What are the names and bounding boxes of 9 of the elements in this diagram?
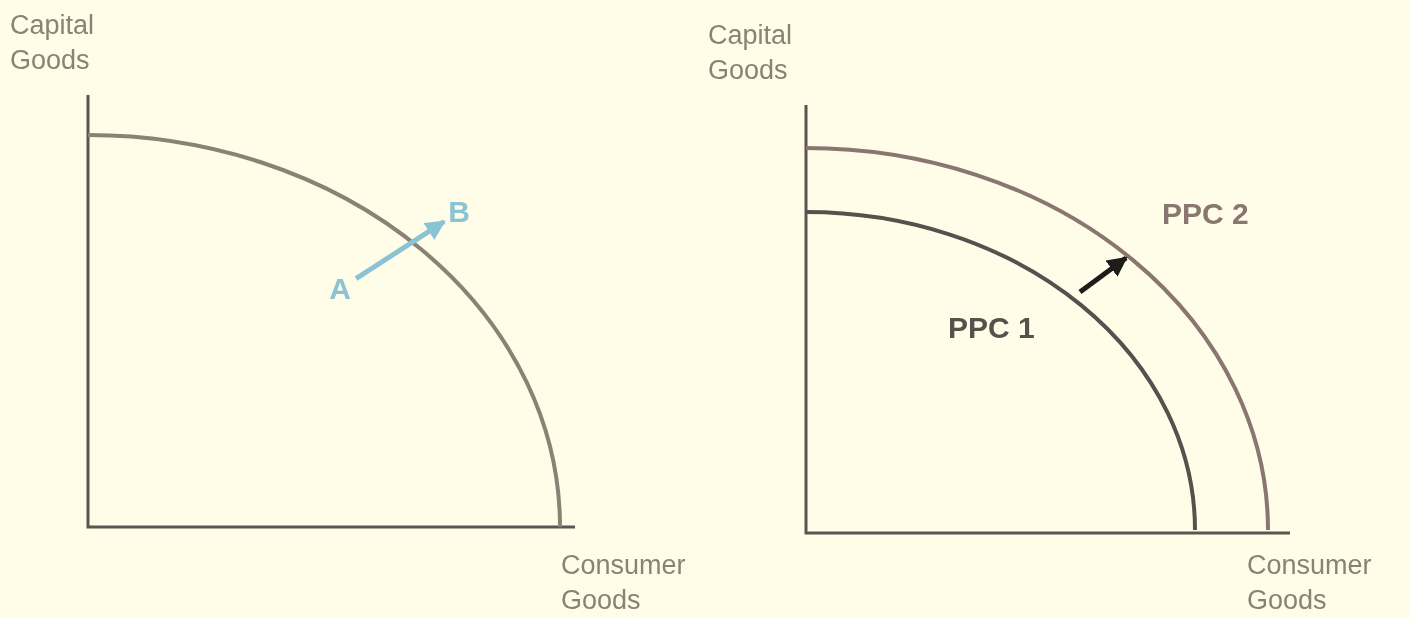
axis-title: Capital Goods [10,9,96,77]
axis-title: Capital Goods [708,19,794,87]
axis-title: Consumer Goods [1247,549,1373,617]
curve-label: PPC 1 [948,310,1036,346]
axis-title: Consumer Goods [561,549,687,617]
point-label: B [444,195,474,229]
arrow [354,219,446,281]
curve-label: PPC 2 [1162,196,1250,232]
point-label: A [324,272,356,306]
